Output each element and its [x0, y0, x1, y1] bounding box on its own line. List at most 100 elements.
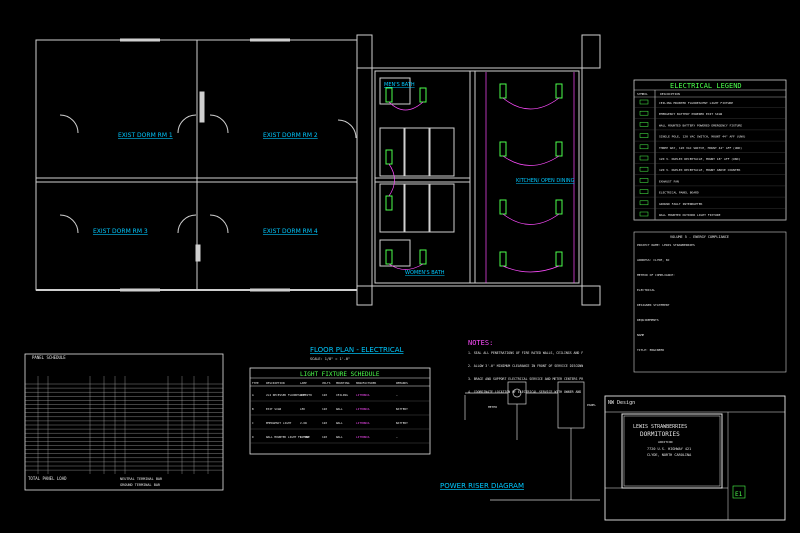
note-item: 4. COORDINATE LOCATION OF ELECTRICAL SER…: [468, 390, 581, 394]
fixture-header: LAMP: [300, 381, 307, 385]
light-fixture-title: LIGHT FIXTURE SCHEDULE: [300, 371, 380, 378]
legend-symbol: [639, 166, 649, 172]
project-name-1: LEWIS STRAWBERRIES: [633, 424, 687, 430]
legend-symbol: [639, 178, 649, 183]
fixture-cell: 1-70W: [300, 435, 309, 439]
compliance-line: PROJECT NAME: LEWIS STRAWBERRIES: [637, 243, 695, 247]
womens-bath-label: WOMEN'S BATH: [405, 270, 445, 276]
kitchen-label: KITCHEN/ OPEN DINING: [516, 178, 575, 184]
room-label-1: EXIST DORM RM 1: [118, 132, 173, 139]
fixture-header: VOLTS: [322, 381, 331, 385]
riser-panel-label: PANEL: [587, 403, 596, 407]
fixture-cell: LITHONIA: [356, 407, 370, 411]
fixture-cell: LITHONIA: [356, 421, 370, 425]
title-block: NW Design LEWIS STRAWBERRIES DORMITORIES…: [604, 395, 786, 521]
panel-schedule-title: PANEL SCHEDULE: [32, 355, 66, 360]
note-item: 1. SEAL ALL PENETRATIONS OF FIRE RATED W…: [468, 351, 583, 355]
legend-symbol: [639, 211, 649, 217]
legend-symbol: [639, 110, 649, 116]
compliance-line: ADDRESS: CLYDE, NC: [637, 258, 670, 262]
notes-items: 1. SEAL ALL PENETRATIONS OF FIRE RATED W…: [468, 351, 583, 394]
fixture-header: MANUFACTURER: [356, 381, 377, 385]
fixture-cell: D: [252, 435, 254, 439]
legend-row-text: SINGLE POLE, 120 VAC SWITCH, MOUNT 44" A…: [659, 135, 746, 139]
legend-symbol: [639, 133, 649, 138]
fixture-cell: 120: [322, 421, 327, 425]
fixture-cell: —: [396, 393, 398, 397]
room-label-2: EXIST DORM RM 2: [263, 132, 318, 139]
project-name-2: DORMITORIES: [640, 431, 680, 438]
fixture-cell: WALL: [336, 421, 343, 425]
note-item: 3. BRACE AND SUPPORT ELECTRICAL SERVICE …: [468, 377, 583, 381]
existing-dorms: [35, 38, 358, 292]
legend-symbol: [639, 122, 649, 127]
fixture-cell: BATTERY: [396, 421, 408, 425]
fixture-cell: WALL MOUNTED LIGHT FIXTURE: [266, 435, 310, 439]
legend-header-desc: DESCRIPTION: [660, 92, 680, 96]
room-label-4: EXIST DORM RM 4: [263, 228, 318, 235]
legend-row-text: GROUND FAULT INTERRUPTER: [659, 202, 703, 206]
legend-title: ELECTRICAL LEGEND: [670, 82, 742, 90]
fixture-cell: EXIT SIGN: [266, 407, 281, 411]
legend-row-text: EXHAUST FAN: [659, 179, 679, 183]
neutral-bar-label: NEUTRAL TERMINAL BAR: [120, 477, 163, 481]
fixture-header: TYPE: [252, 381, 259, 385]
fixture-cell: B: [252, 407, 254, 411]
legend-row-text: CEILING MOUNTED FLUORESCENT LIGHT FIXTUR…: [659, 101, 733, 105]
panel-schedule: PANEL SCHEDULE TOTAL PANEL LOAD NEUTRAL …: [24, 353, 224, 491]
legend-row-text: WALL MOUNTED BATTERY POWERED EMERGENCY F…: [659, 123, 742, 127]
fixture-cell: C: [252, 421, 254, 425]
fixture-cell: 120: [322, 393, 327, 397]
project-address: 7720 U.S. HIGHWAY 421: [647, 447, 691, 451]
legend-row-text: THREE WAY, 120 VAC SWITCH, MOUNT 44" AFF…: [659, 146, 742, 150]
legend-symbol: [639, 144, 649, 150]
project-sub: ADDITION: [658, 440, 673, 444]
fixture-cell: 2-6W: [300, 421, 307, 425]
fixture-header: MOUNTING: [336, 381, 350, 385]
legend-symbol: [639, 200, 649, 206]
fixture-cell: BATTERY: [396, 407, 408, 411]
compliance-line: ELECTRICAL: [637, 288, 655, 292]
general-notes: NOTES: 1. SEAL ALL PENETRATIONS OF FIRE …: [468, 339, 583, 394]
circuit-wiring: [388, 72, 575, 283]
room-label-3: EXIST DORM RM 3: [93, 228, 148, 235]
fixture-cell: 2x4 RECESSED FLUORESCENT: [266, 393, 307, 397]
legend-row-text: ELECTRICAL PANEL BOARD: [659, 191, 699, 195]
fixture-cell: LED: [300, 407, 305, 411]
legend-rows: CEILING MOUNTED FLUORESCENT LIGHT FIXTUR…: [634, 99, 786, 220]
floor-plan-scale: SCALE: 1/8" = 1'-0": [310, 357, 350, 361]
sheet-number: E1: [735, 491, 743, 498]
riser-meter-label: METER: [488, 405, 497, 409]
ground-bar-label: GROUND TERMINAL BAR: [120, 483, 161, 487]
fixture-cell: LITHONIA: [356, 435, 370, 439]
fixture-cell: 120: [322, 407, 327, 411]
notes-title: NOTES:: [468, 339, 493, 347]
fixture-cell: 120: [322, 435, 327, 439]
legend-row-text: 120 V. DUPLEX RECEPTACLE, MOUNT ABOVE CO…: [659, 168, 740, 172]
fixture-cell: WALL: [336, 407, 343, 411]
total-panel-load-label: TOTAL PANEL LOAD: [28, 476, 67, 481]
legend-row-text: EMERGENCY BATTERY POWERED EXIT SIGN: [659, 112, 722, 116]
compliance-lines: PROJECT NAME: LEWIS STRAWBERRIES ADDRESS:…: [637, 243, 695, 352]
fixture-cell: 4-F32T8: [300, 393, 312, 397]
note-item: 2. ALLOW 3'-0" MINIMUM CLEARANCE IN FRON…: [468, 364, 583, 368]
compliance-line: DESIGNER STATEMENT: [637, 303, 670, 307]
compliance-line: TITLE: ENGINEER: [637, 348, 664, 352]
fixture-cell: —: [396, 435, 398, 439]
fixture-header: REMARKS: [396, 381, 408, 385]
legend-symbol: [639, 99, 649, 105]
compliance-line: NAME: [637, 333, 644, 337]
power-riser-diagram: [464, 381, 600, 501]
fixture-cell: EMERGENCY LIGHT: [266, 421, 292, 425]
project-city: CLYDE, NORTH CAROLINA: [647, 453, 692, 457]
addition-plan: [356, 34, 601, 306]
fixture-cell: CEILING: [336, 393, 348, 397]
fixture-cell: LITHONIA: [356, 393, 370, 397]
legend-header-symbol: SYMBOL: [637, 92, 648, 96]
firm-name: NW Design: [608, 400, 635, 406]
fixture-cell: A: [252, 393, 254, 397]
compliance-line: METHOD OF COMPLIANCE:: [637, 273, 675, 277]
